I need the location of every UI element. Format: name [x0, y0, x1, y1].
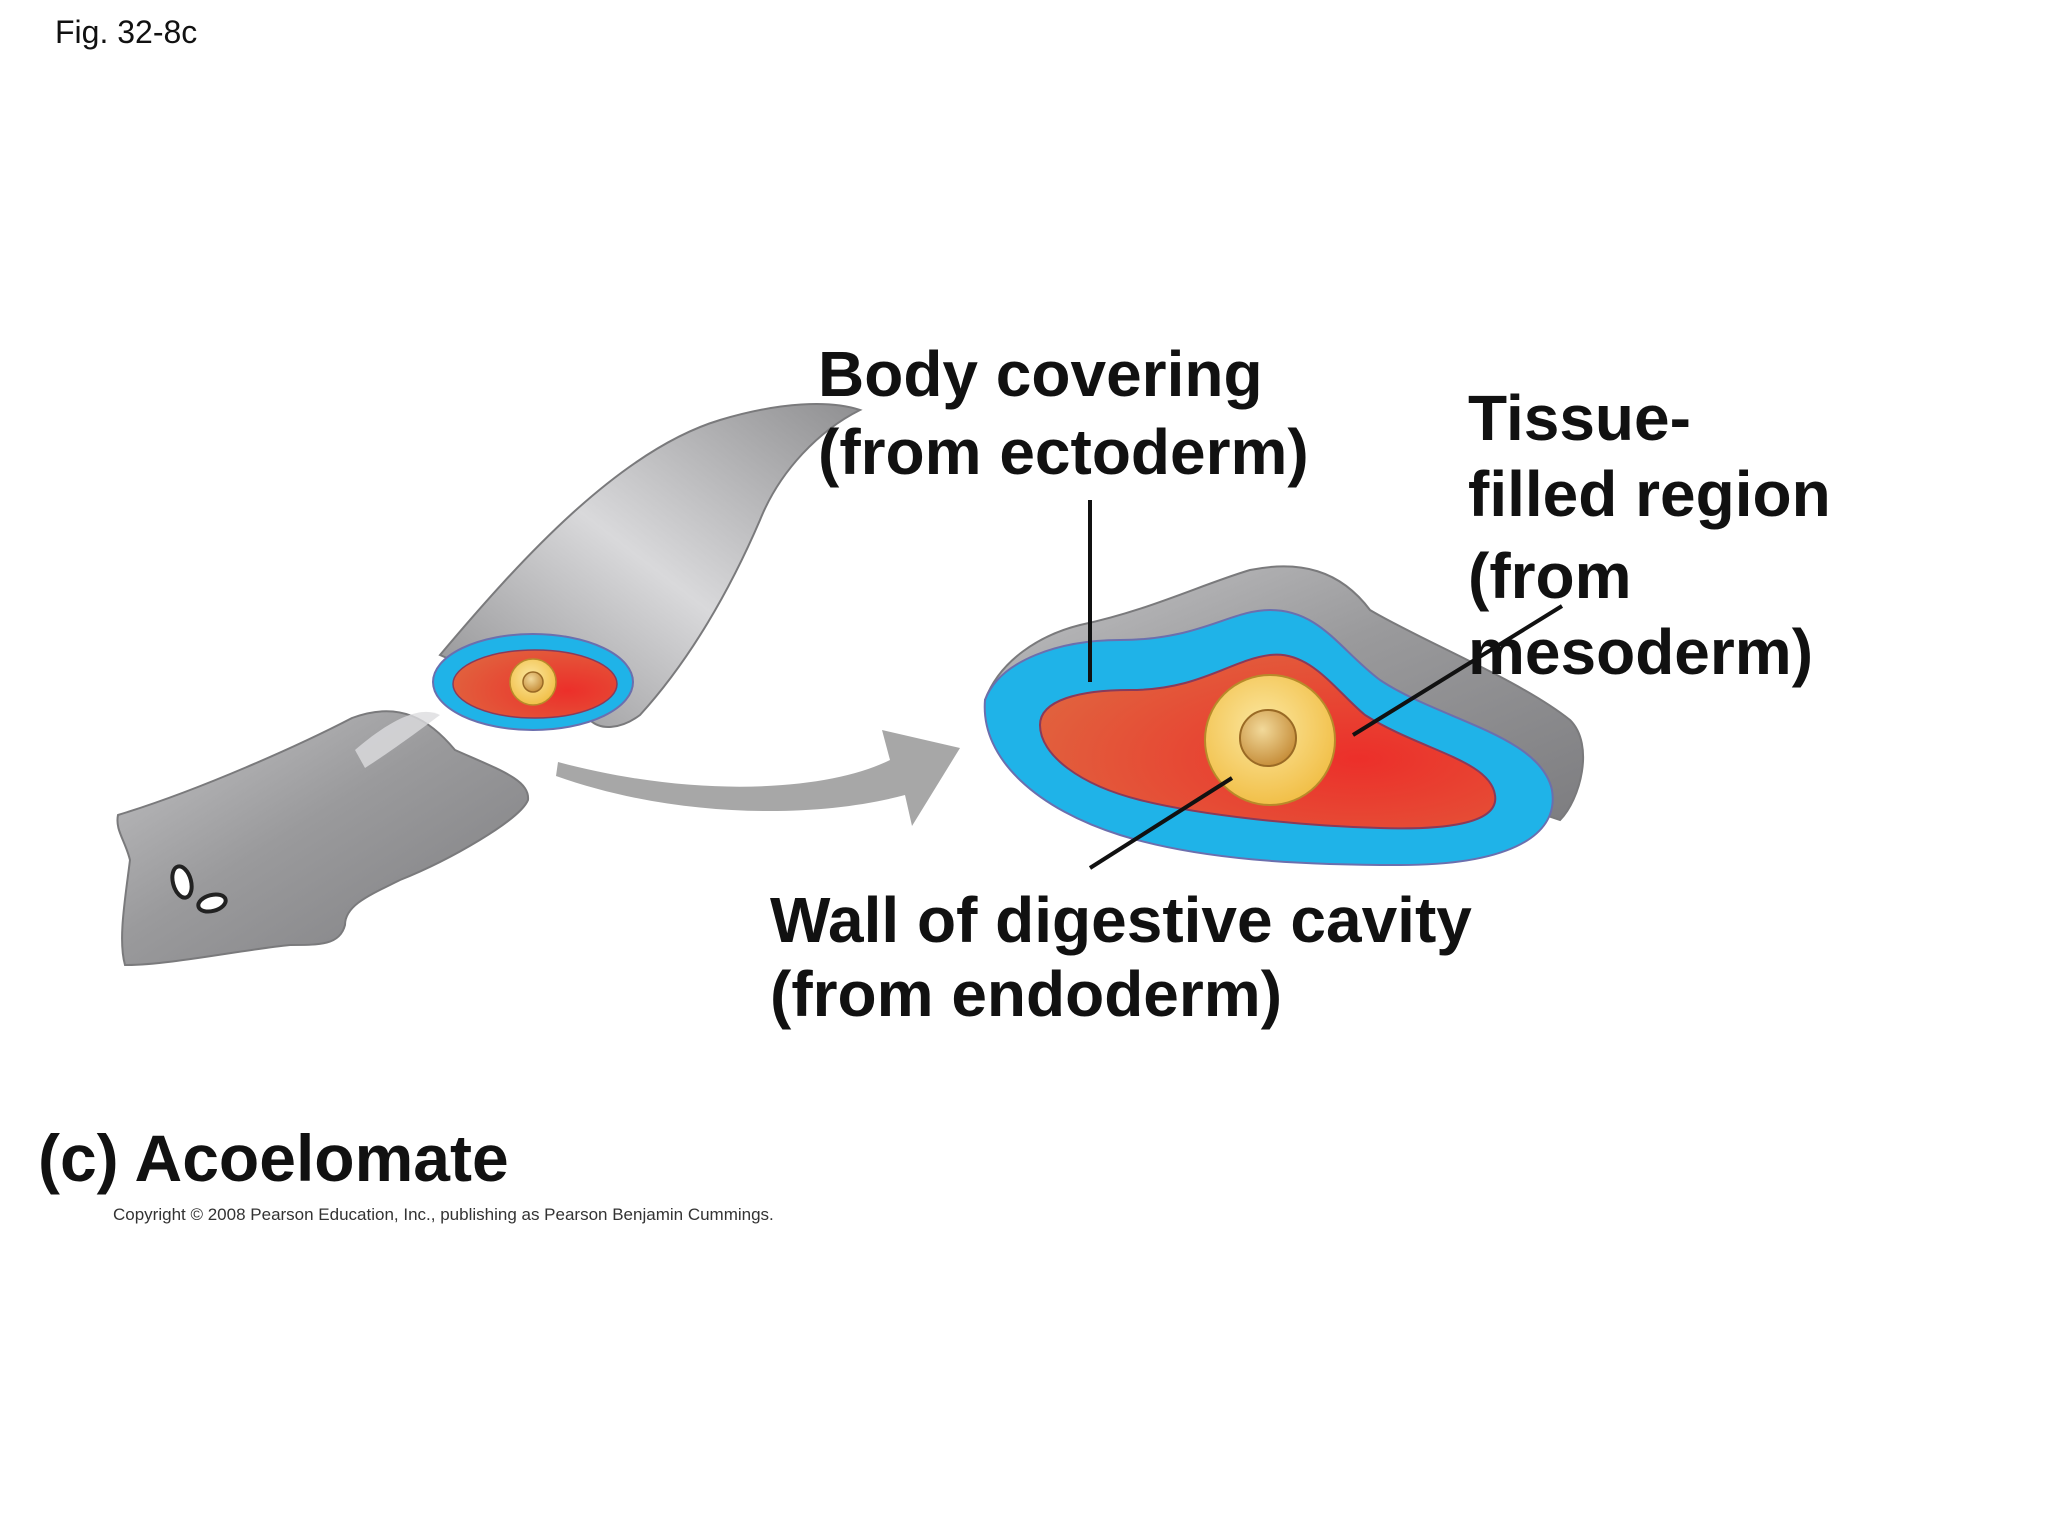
curved-arrow-icon [556, 730, 960, 826]
tissue-region-line-2: filled region [1468, 458, 1831, 530]
digestive-wall-line-2: (from endoderm) [770, 958, 1282, 1030]
worm-tail-icon [116, 710, 530, 967]
figure-caption: (c) Acoelomate [38, 1121, 509, 1195]
tissue-region-leader-line [1351, 604, 1564, 737]
tissue-region-line-3: (from [1468, 540, 1632, 612]
figure-number: Fig. 32-8c [55, 14, 198, 50]
body-covering-line-1: Body covering [818, 338, 1263, 410]
digestive-wall-line-1: Wall of digestive cavity [770, 884, 1472, 956]
body-covering-label: Body covering (from ectoderm) [818, 335, 1309, 491]
tissue-region-line-1: Tissue- [1468, 382, 1691, 454]
tissue-region-line-4: mesoderm) [1468, 616, 1813, 688]
enlarged-cross-section-icon [983, 565, 1585, 867]
copyright-notice: Copyright © 2008 Pearson Education, Inc.… [113, 1205, 774, 1224]
digestive-wall-label: Wall of digestive cavity (from endoderm) [770, 883, 1472, 1031]
digestive-wall-leader-line [1088, 776, 1234, 870]
worm-head-section-icon [432, 403, 863, 731]
tissue-region-label: Tissue- filled region (from mesoderm) [1468, 380, 1831, 690]
body-covering-line-2: (from ectoderm) [818, 416, 1309, 488]
